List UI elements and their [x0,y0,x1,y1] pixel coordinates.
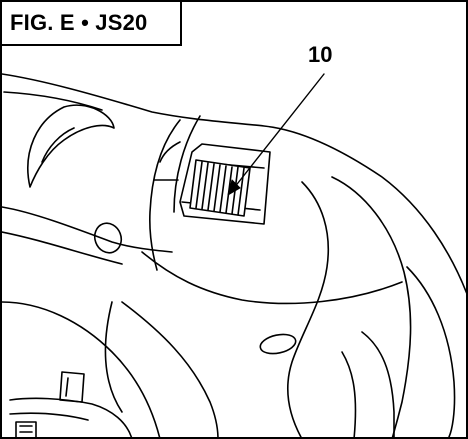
callout-arrowhead [227,179,241,196]
base-plate-edge-2 [9,412,89,421]
trigger-guard [361,331,395,437]
vent-recess-inner [41,127,75,163]
lower-body-curve [2,301,161,437]
housing-grip-lower-line [2,231,123,265]
screw-boss-lower [259,333,297,355]
lock-switch-slot [65,377,69,397]
housing-top-edge [2,73,466,294]
lower-body-arc [104,301,123,413]
figure-title: FIG. E • JS20 [10,10,148,35]
base-plate-tab [15,421,37,437]
callout-leader [233,73,325,189]
base-plate-tab-line [19,425,33,433]
trigger-inner [341,351,357,437]
vent-recess [27,104,115,188]
collar-left-edge [149,119,181,271]
title-box-right [180,2,182,46]
housing-right-outer [331,176,412,437]
collar-tab [153,141,181,181]
lock-switch [59,371,85,403]
housing-grip-line [2,206,173,253]
callout-label-10: 10 [308,42,333,67]
collar-right-edge [173,115,201,213]
title-box-bottom [2,44,182,46]
housing-right-rim [406,266,456,437]
screw-boss-upper [93,222,123,254]
base-plate-edge [9,397,133,437]
housing-right-contour [286,181,330,437]
dial-well [179,143,271,225]
housing-top-inner-edge [3,91,103,111]
speed-dial[interactable] [189,159,251,217]
housing-center-seam [141,251,403,305]
lower-body-curve-2 [121,301,219,437]
